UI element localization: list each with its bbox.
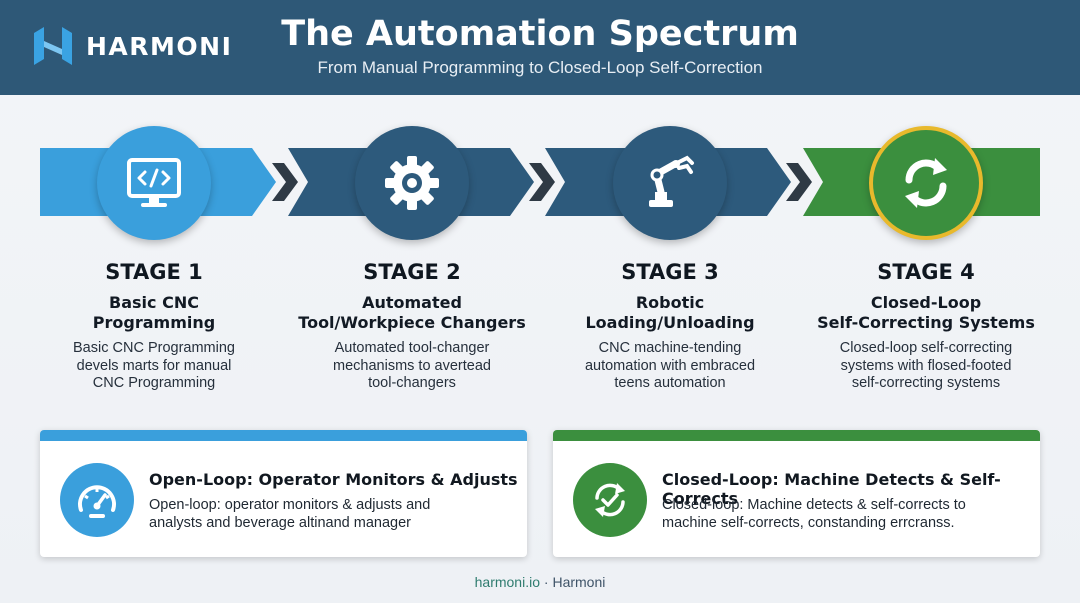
stage-label: STAGE 4 <box>877 260 975 284</box>
stage-desc-line: tool-changers <box>368 375 456 391</box>
stage-name: Robotic Loading/Unloading <box>546 293 794 333</box>
stage-label: STAGE 3 <box>621 260 719 284</box>
card-accent-bar <box>553 430 1040 441</box>
chevron-right-icon <box>786 163 812 201</box>
stage-name-line: Loading/Unloading <box>585 313 755 332</box>
stage-description: Basic CNC Programming devels marts for m… <box>30 340 278 393</box>
card-desc-line: Closed-loop: Machine detects & self-corr… <box>662 497 966 513</box>
check-cycle-icon <box>595 483 625 517</box>
stage-description: Closed-loop self-correcting systems with… <box>802 340 1050 393</box>
stage-1-icon-circle <box>97 126 211 240</box>
logo-text: HARMONI <box>86 31 233 61</box>
stage-name: Basic CNC Programming <box>30 293 278 333</box>
card-desc-line: Open-loop: operator monitors & adjusts a… <box>149 497 431 513</box>
stage-name: Closed-Loop Self-Correcting Systems <box>802 293 1050 333</box>
stage-name: Automated Tool/Workpiece Changers <box>288 293 536 333</box>
refresh-cycle-icon <box>905 158 947 208</box>
robot-arm-icon <box>649 155 694 207</box>
stage-4-icon-circle <box>869 126 983 240</box>
stage-desc-line: CNC Programming <box>92 375 216 391</box>
open-loop-icon-circle <box>60 463 134 537</box>
page-title: The Automation Spectrum <box>281 14 799 54</box>
monitor-code-icon <box>127 158 181 207</box>
stage-name-line: Self-Correcting Systems <box>817 313 1035 332</box>
footer-separator: · <box>543 574 549 590</box>
stage-desc-line: mechanisms to avertead <box>333 357 491 374</box>
stage-name-line: Programming <box>92 313 216 332</box>
stage-name-line: Robotic <box>635 293 705 312</box>
speedometer-icon <box>78 485 116 518</box>
open-loop-card: Open-Loop: Operator Monitors & Adjusts O… <box>40 430 527 557</box>
stage-3-icon-circle <box>613 126 727 240</box>
stage-name-line: Automated <box>362 293 462 312</box>
stage-2-text: STAGE 2 Automated Tool/Workpiece Changer… <box>288 260 536 393</box>
stage-4-text: STAGE 4 Closed-Loop Self-Correcting Syst… <box>802 260 1050 393</box>
stage-name-line: Tool/Workpiece Changers <box>298 313 526 332</box>
stage-desc-line: Closed-loop self-correcting <box>839 340 1013 356</box>
stage-desc-line: self-correcting systems <box>851 375 1001 391</box>
logo[interactable]: HARMONI <box>28 20 232 72</box>
stage-3-text: STAGE 3 Robotic Loading/Unloading CNC ma… <box>546 260 794 393</box>
chevron-right-icon <box>529 163 555 201</box>
stage-desc-line: teens automation <box>614 375 726 391</box>
header-banner: HARMONI The Automation Spectrum From Man… <box>0 0 1080 95</box>
stage-desc-line: CNC machine-tending <box>598 340 742 356</box>
stage-1-text: STAGE 1 Basic CNC Programming Basic CNC … <box>30 260 278 393</box>
card-accent-bar <box>40 430 527 441</box>
gear-icon <box>385 156 439 210</box>
stage-desc-line: Basic CNC Programming <box>73 340 235 356</box>
card-title: Open-Loop: Operator Monitors & Adjusts <box>149 470 518 489</box>
card-description: Open-loop: operator monitors & adjusts a… <box>149 496 527 532</box>
card-desc-line: machine self-corrects, constanding errcr… <box>662 515 955 531</box>
footer-domain-link[interactable]: harmoni.io <box>474 574 540 590</box>
stage-description: CNC machine-tending automation with embr… <box>546 340 794 393</box>
stage-label: STAGE 2 <box>363 260 461 284</box>
harmoni-logo-icon <box>34 27 72 65</box>
card-description: Closed-loop: Machine detects & self-corr… <box>662 496 1040 532</box>
stage-desc-line: Automated tool-changer <box>334 340 490 356</box>
footer: harmoni.io · Harmoni <box>0 574 1080 590</box>
stage-name-line: Basic CNC <box>109 293 199 312</box>
footer-brand: Harmoni <box>552 574 606 590</box>
stage-description: Automated tool-changer mechanisms to ave… <box>288 340 536 393</box>
closed-loop-icon-circle <box>573 463 647 537</box>
stage-desc-line: systems with flosed-footed <box>840 357 1012 374</box>
stage-label: STAGE 1 <box>105 260 203 284</box>
card-title: Closed-Loop: Machine Detects & Self-Corr… <box>662 470 1001 508</box>
page-subtitle: From Manual Programming to Closed-Loop S… <box>317 58 763 77</box>
stage-desc-line: automation with embraced <box>584 357 756 374</box>
chevron-right-icon <box>272 163 298 201</box>
closed-loop-card: Closed-Loop: Machine Detects & Self-Corr… <box>553 430 1040 557</box>
stage-2-icon-circle <box>355 126 469 240</box>
card-desc-line: analysts and beverage altinand manager <box>149 515 411 531</box>
stage-name-line: Closed-Loop <box>870 293 982 312</box>
stage-desc-line: devels marts for manual <box>76 357 232 374</box>
